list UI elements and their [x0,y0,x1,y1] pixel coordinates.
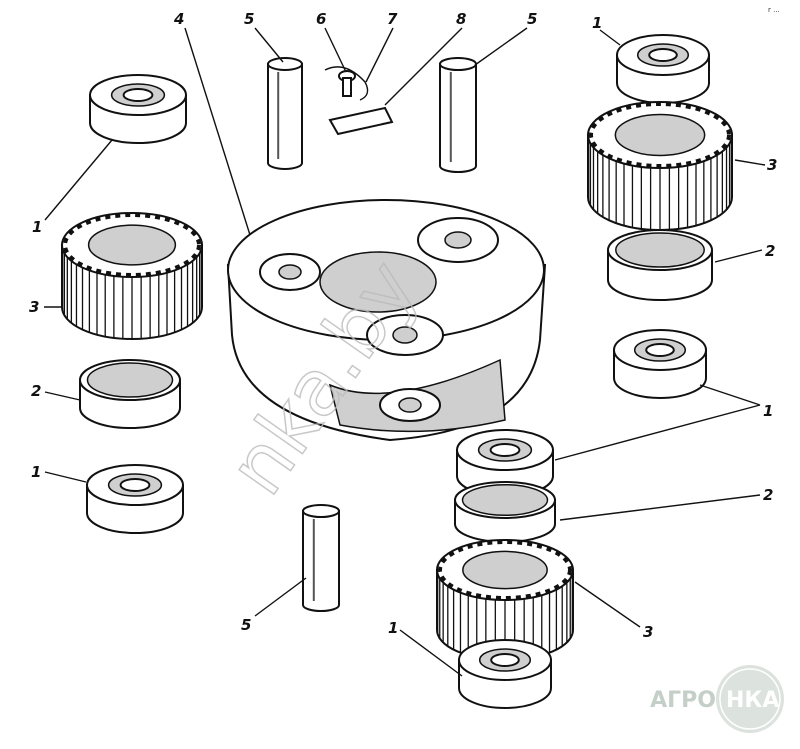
lock-plate [328,106,394,136]
bearing [616,34,710,104]
label-carrier: 4 [173,10,184,28]
gear [436,539,574,661]
label-gear: 3 [643,623,653,641]
label-lock-plate: 8 [456,10,466,28]
label-pin: 5 [241,616,251,634]
corner-mark: r ... [768,6,780,14]
agronka-logo: АГРО НКА [650,665,784,733]
pin [267,57,303,170]
label-ring: 2 [763,486,773,504]
logo-text-right: НКА [726,688,779,713]
label-screw: 6 [316,10,326,28]
part-labels: 4 5 6 7 8 5 1 3 2 1 2 3 1 5 1 3 2 1 r ..… [29,6,780,641]
pin [439,57,477,173]
label-ring: 2 [31,382,41,400]
parts-layer [61,34,733,709]
bearing [89,74,187,144]
bearing [86,464,184,534]
label-pin: 5 [527,10,537,28]
label-bearing: 1 [388,619,398,637]
label-ring: 2 [765,242,775,260]
spacer-ring [607,229,713,301]
label-gear: 3 [29,298,39,316]
label-pin: 5 [244,10,254,28]
planet-carrier [226,199,547,442]
bearing [613,329,707,399]
label-gear: 3 [767,156,777,174]
spacer-ring [454,481,556,543]
logo-text-left: АГРО [650,688,716,713]
leader-lines [44,27,766,677]
screw-with-wire [324,66,369,101]
spacer-ring [79,359,181,429]
bearing [458,639,552,709]
gear [587,101,733,231]
gear [61,212,203,340]
label-bearing: 1 [31,463,41,481]
label-bearing: 1 [32,218,42,236]
label-wire: 7 [387,10,398,28]
label-bearing: 1 [592,14,602,32]
label-bearing: 1 [763,402,773,420]
pin [302,504,340,612]
